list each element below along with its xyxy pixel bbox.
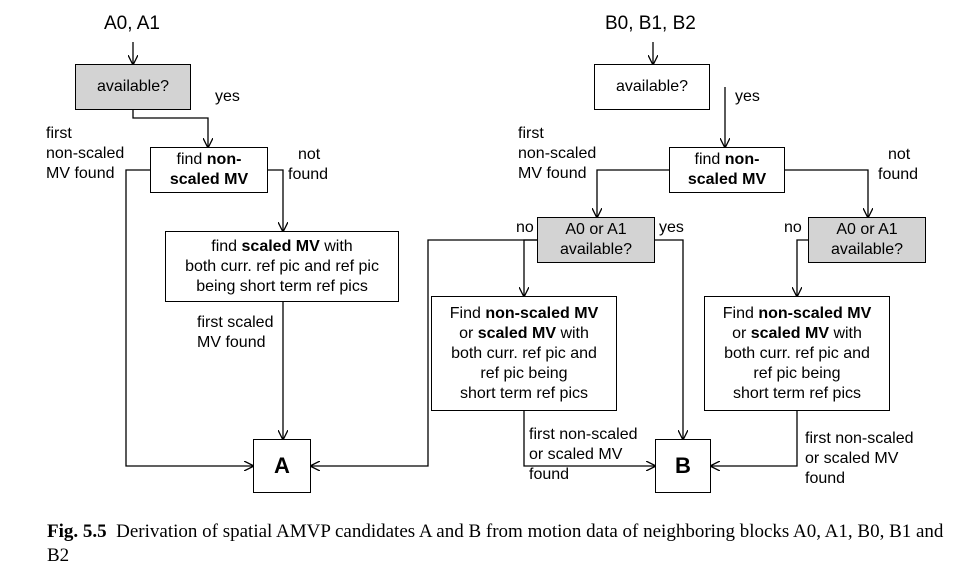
found-label-1: first non-scaled or scaled MV found (529, 426, 638, 483)
yes-label-1: yes (659, 219, 684, 236)
first-nonscaled-label-b: first non-scaled MV found (518, 125, 597, 182)
found-label-2: first non-scaled or scaled MV found (805, 430, 914, 487)
arrow-find-2-to-b (711, 411, 798, 466)
result-a-box: A (253, 439, 311, 493)
a-available-box-2: A0 or A1 available? (808, 217, 926, 263)
caption-text: Derivation of spatial AMVP candidates A … (47, 521, 944, 566)
no-label-2: no (784, 219, 802, 236)
no-label-1: no (516, 219, 534, 236)
find-scaled-box-a: find scaled MV with both curr. ref pic a… (165, 231, 399, 302)
arrow-no-1-to-a (311, 239, 537, 466)
yes-label-a: yes (215, 88, 240, 105)
available-box-a: available? (75, 64, 191, 110)
input-a-label: A0, A1 (104, 13, 160, 34)
find-mv-box-1: Find non-scaled MV or scaled MV with bot… (431, 296, 617, 411)
not-found-label-a: not found (288, 146, 329, 183)
figure-caption: Fig. 5.5 Derivation of spatial AMVP cand… (47, 520, 947, 568)
arrow-nonscaled-found-a (125, 169, 253, 466)
input-b-label: B0, B1, B2 (605, 13, 696, 34)
arrow-yes-to-b (655, 239, 683, 439)
find-nonscaled-box-b: find non- scaled MV (669, 147, 785, 193)
first-scaled-label-a: first scaled MV found (197, 314, 274, 351)
arrow-find-to-a-available-1 (597, 169, 669, 217)
arrow-no-1-to-find (524, 239, 537, 296)
yes-label-b: yes (735, 88, 760, 105)
arrow-find-1-to-b (523, 411, 655, 466)
arrow-not-found-a (268, 169, 283, 231)
a-available-box-1: A0 or A1 available? (537, 217, 655, 263)
find-mv-box-2: Find non-scaled MV or scaled MV with bot… (704, 296, 890, 411)
not-found-label-b: not found (878, 146, 919, 183)
find-nonscaled-box-a: find non- scaled MV (150, 147, 268, 193)
arrow-available-to-find-a (132, 110, 208, 147)
arrow-find-to-a-available-2 (785, 169, 868, 217)
result-b-box: B (655, 439, 711, 493)
arrow-no-2-to-find (797, 239, 808, 296)
first-nonscaled-label-a: first non-scaled MV found (46, 125, 125, 182)
available-box-b: available? (594, 64, 710, 110)
caption-fig-number: Fig. 5.5 (47, 521, 107, 542)
